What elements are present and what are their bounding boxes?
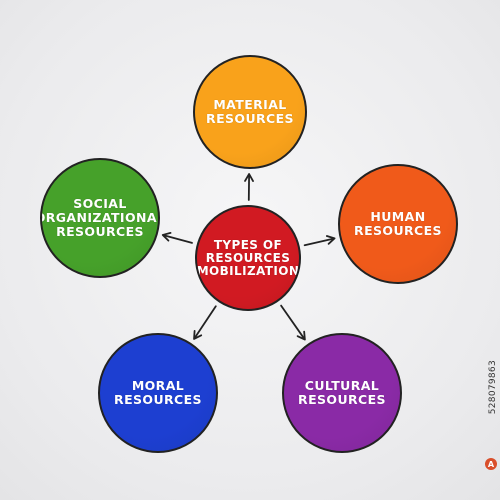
human-resources-node: HUMAN RESOURCES	[338, 164, 458, 284]
human-resources-label: HUMAN RESOURCES	[354, 209, 442, 238]
arrow-cultural	[280, 304, 306, 341]
material-resources-label: MATERIAL RESOURCES	[206, 97, 294, 126]
stock-image-id: 528079863	[488, 360, 498, 415]
moral-resources-label: MORAL RESOURCES	[114, 378, 202, 407]
arrow-social	[161, 232, 193, 244]
moral-resources-node: MORAL RESOURCES	[98, 333, 218, 453]
center-node-label: TYPES OF RESOURCES MOBILIZATION	[196, 237, 300, 278]
types-of-resources-mobilization-node: TYPES OF RESOURCES MOBILIZATION	[195, 205, 301, 311]
arrow-moral	[193, 305, 217, 340]
social-organizational-resources-label: SOCIAL ORGANIZATIONAL RESOURCES	[40, 196, 160, 239]
social-organizational-resources-node: SOCIAL ORGANIZATIONAL RESOURCES	[40, 158, 160, 278]
material-resources-node: MATERIAL RESOURCES	[193, 55, 307, 169]
cultural-resources-label: CULTURAL RESOURCES	[298, 378, 386, 407]
stock-logo-icon: A	[485, 458, 497, 470]
cultural-resources-node: CULTURAL RESOURCES	[282, 333, 402, 453]
arrow-human	[303, 235, 336, 247]
